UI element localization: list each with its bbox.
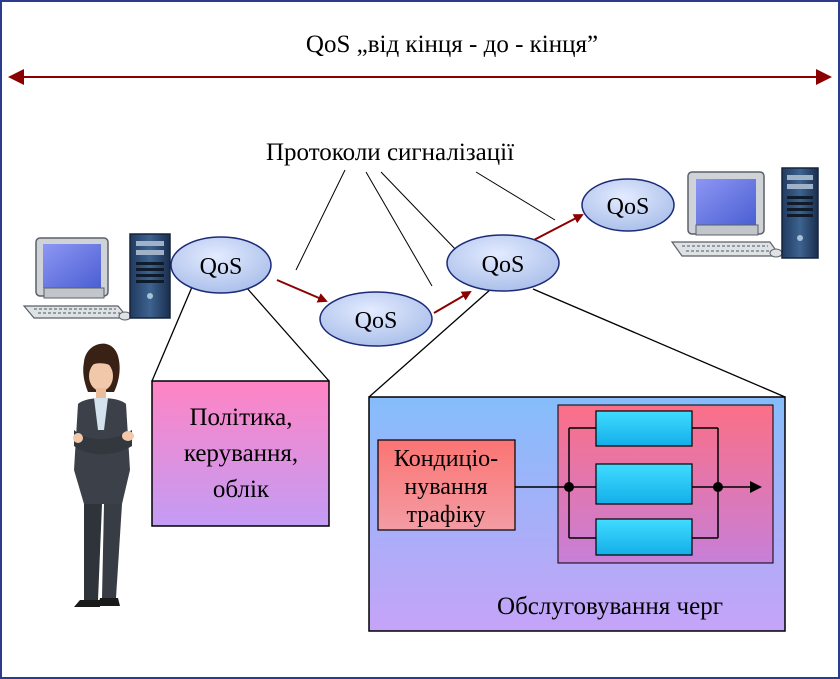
policy-line-2: керування, bbox=[184, 440, 298, 467]
diagram-title: QoS „від кінця - до - кінця” bbox=[306, 31, 598, 58]
queue-service-box: Кондиціо- нування трафіку Обслуговування… bbox=[368, 396, 786, 632]
businesswoman-figure bbox=[73, 343, 134, 607]
callout-lines bbox=[151, 286, 786, 398]
qos-node-label: QoS bbox=[355, 308, 398, 334]
qos-node-3: QoS bbox=[446, 234, 560, 292]
computer-workstation-icon bbox=[22, 237, 132, 321]
qos-node-label: QoS bbox=[482, 252, 525, 278]
computer-workstation-icon bbox=[670, 171, 783, 258]
queue-1 bbox=[595, 410, 693, 447]
signaling-pointer-lines bbox=[295, 169, 556, 287]
qos-node-4: QoS bbox=[581, 178, 675, 232]
split-junction bbox=[564, 482, 574, 492]
conditioning-line-3: трафіку bbox=[407, 502, 486, 528]
policy-line-3: облік bbox=[213, 476, 270, 503]
traffic-conditioning-box: Кондиціо- нування трафіку bbox=[377, 439, 516, 531]
conditioning-line-2: нування bbox=[404, 474, 487, 500]
qos-node-label: QoS bbox=[607, 194, 650, 220]
queue-3 bbox=[595, 518, 693, 556]
queue-service-label: Обслуговування черг bbox=[497, 593, 723, 620]
conditioning-line-1: Кондиціо- bbox=[394, 446, 498, 472]
qos-node-label: QoS bbox=[200, 254, 243, 280]
policy-line-1: Політика, bbox=[189, 404, 292, 431]
end-to-end-arrow bbox=[8, 69, 832, 85]
traffic-flow-arrows bbox=[276, 214, 584, 314]
qos-node-2: QoS bbox=[319, 291, 433, 347]
right-workstation bbox=[670, 167, 819, 259]
queue-2 bbox=[595, 463, 693, 505]
server-tower-icon bbox=[781, 167, 819, 259]
server-tower-icon bbox=[129, 233, 171, 319]
merge-junction bbox=[713, 482, 723, 492]
policy-management-box: Політика, керування, облік bbox=[151, 380, 330, 527]
signaling-protocols-label: Протоколи сигналізації bbox=[266, 139, 514, 166]
left-workstation bbox=[22, 233, 171, 321]
qos-node-1: QoS bbox=[170, 236, 272, 294]
